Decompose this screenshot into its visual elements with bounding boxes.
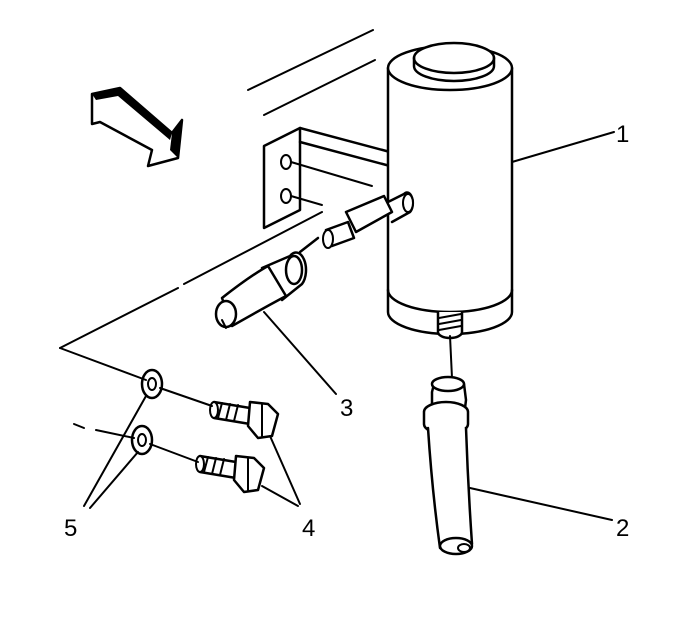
canister-bottom-fitting [436,310,464,379]
hose-2 [422,375,474,556]
bolt-lower [195,454,266,494]
direction-arrow-icon [90,86,184,168]
mounting-bracket [262,126,392,230]
callout-3: 3 [340,395,353,422]
callout-5: 5 [64,515,77,542]
washer-lower [130,424,154,456]
alignment-lines [59,211,323,463]
mounting-panel [247,29,376,116]
leader-lines [83,131,615,521]
canister-side-fitting [386,191,415,224]
callout-4: 4 [302,515,315,542]
callout-1: 1 [616,121,629,148]
canister [386,41,514,379]
callout-2: 2 [616,515,629,542]
hose-3 [214,194,394,329]
washer-upper [140,368,164,400]
callout-labels: 1 2 3 4 5 [64,121,629,542]
bolt-upper [209,400,280,440]
